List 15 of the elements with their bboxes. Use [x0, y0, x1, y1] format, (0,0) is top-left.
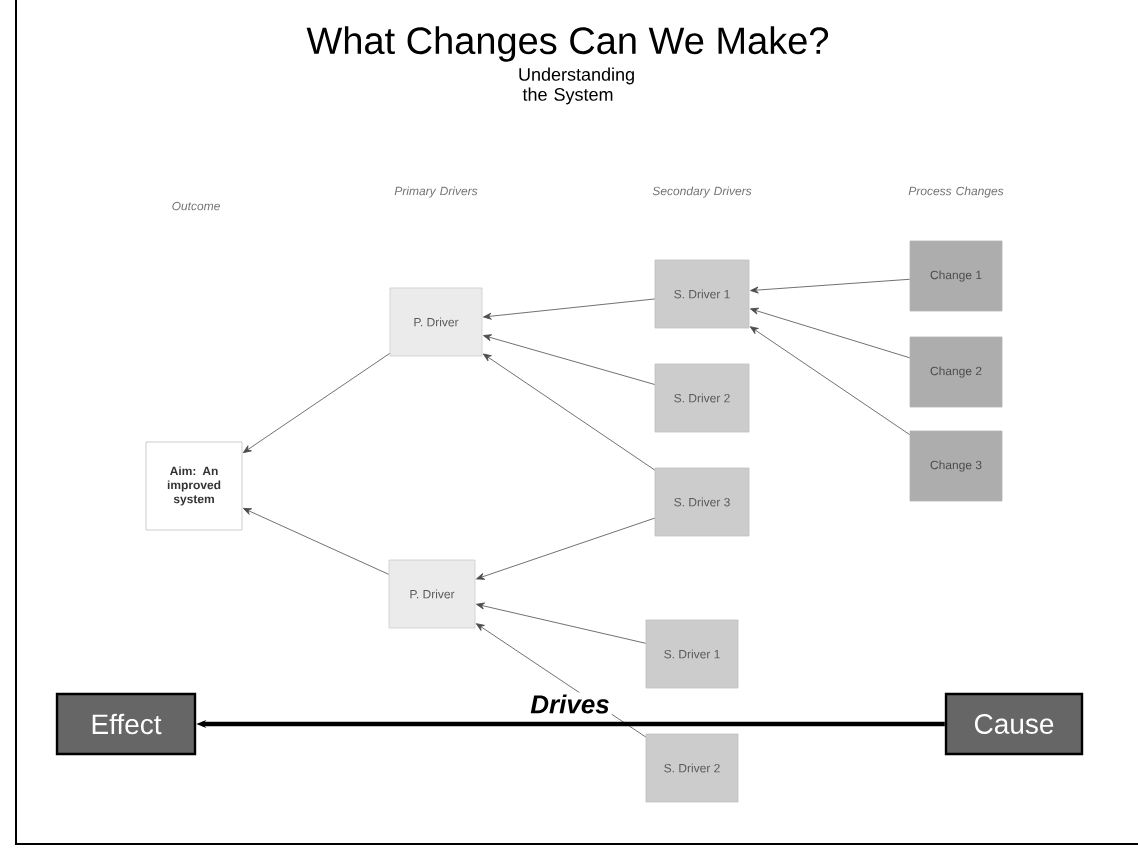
label-box: Effect: [55, 692, 197, 756]
subtitle: Understanding the System: [519, 67, 634, 105]
arrow: [482, 353, 655, 471]
arrow: [750, 278, 910, 294]
arrow: [483, 334, 655, 385]
arrow: [750, 307, 910, 359]
arrow: [243, 508, 389, 575]
edge-label: Drives: [530, 694, 609, 714]
arrow: [476, 517, 655, 580]
arrow: [476, 602, 646, 644]
label-box: Cause: [944, 692, 1084, 756]
title: What Changes Can We Make?: [306, 26, 829, 62]
arrow: [749, 326, 910, 435]
arrow: [483, 298, 655, 320]
arrow: [242, 353, 390, 454]
